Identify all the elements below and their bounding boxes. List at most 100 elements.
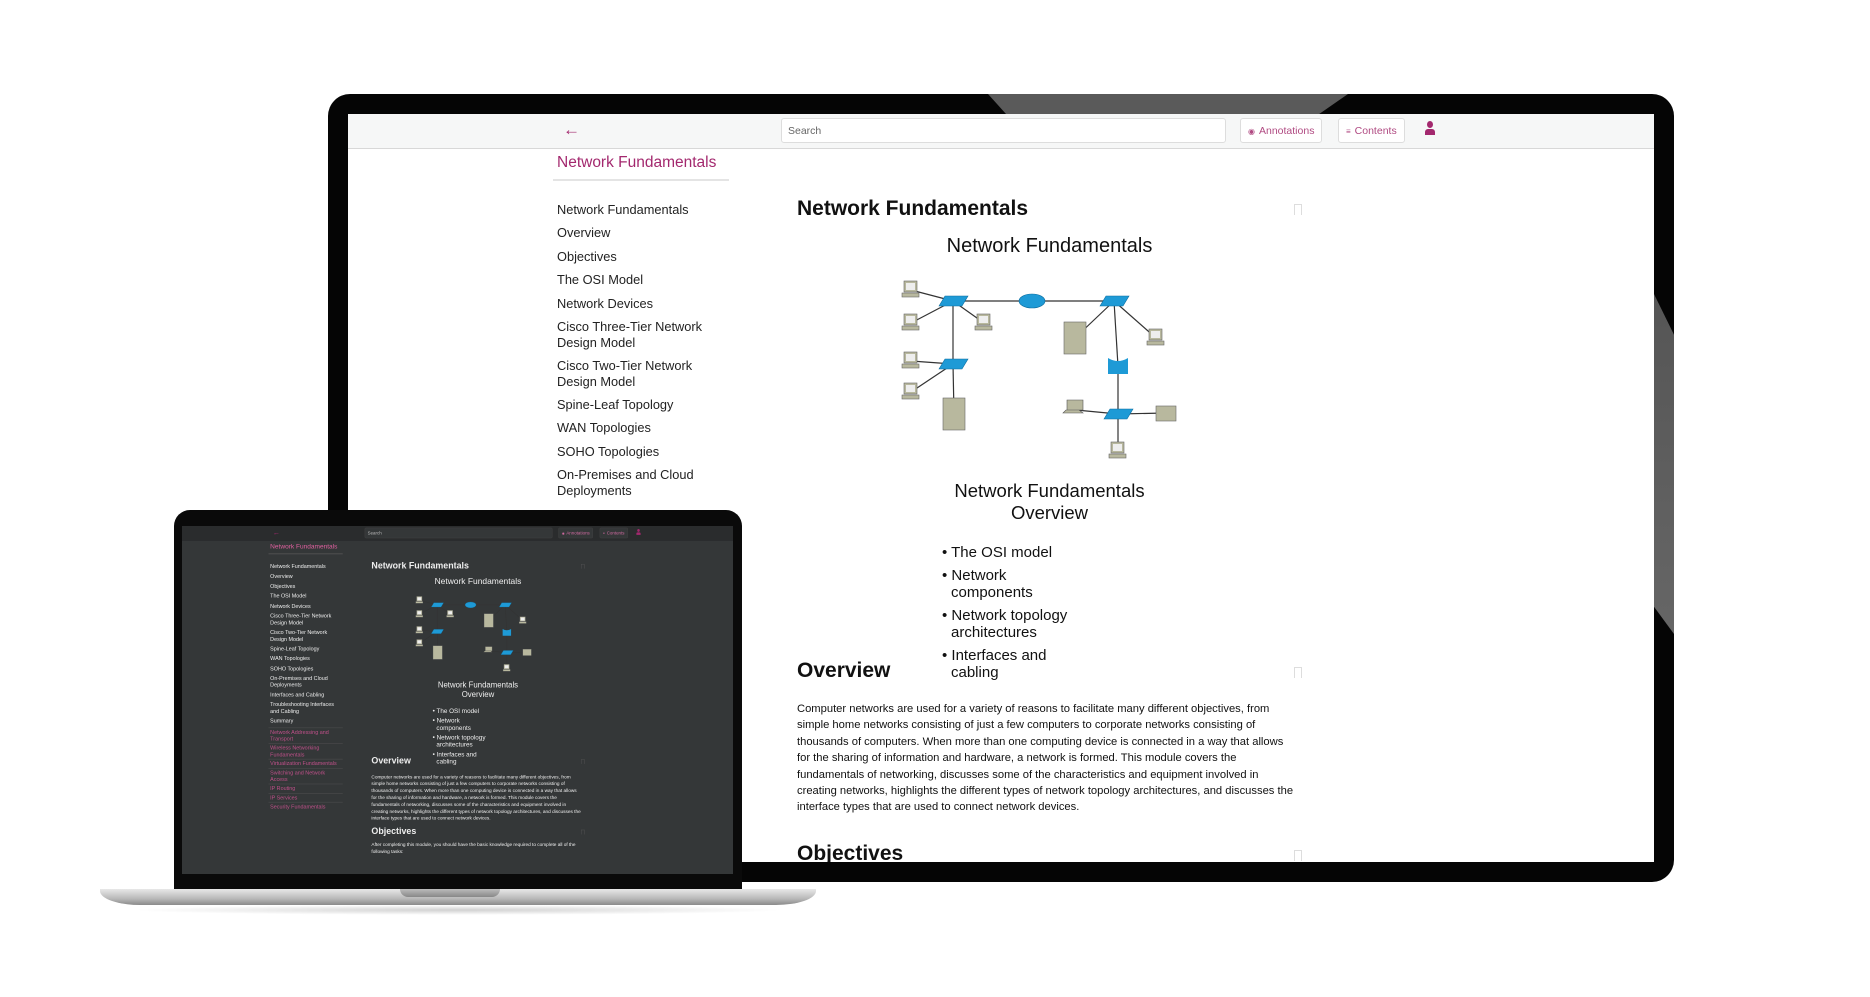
sidebar-item[interactable]: Interfaces and Cabling xyxy=(270,691,325,698)
annotations-label: Annotations xyxy=(1258,125,1315,137)
sidebar-title[interactable]: Network Fundamentals xyxy=(268,543,343,555)
bezel-reflection xyxy=(1654,294,1674,634)
sidebar-item[interactable]: Network Fundamentals xyxy=(557,202,689,217)
sidebar-item[interactable]: Troubleshooting Interfaces and Cabling xyxy=(270,701,334,715)
main-content: Network Fundamentals Network Fundamental… xyxy=(797,114,1302,862)
contents-label: Contents xyxy=(1354,125,1397,137)
pc-icon xyxy=(502,664,511,672)
bookmark-icon[interactable] xyxy=(581,829,585,835)
pc-icon xyxy=(974,313,993,331)
search-input[interactable]: Search xyxy=(364,527,553,539)
objectives-paragraph: After completing this module, you should… xyxy=(371,842,576,855)
bookmark-icon[interactable] xyxy=(1294,204,1302,215)
figure-caption: Network Fundamentals Overview xyxy=(797,480,1302,524)
sidebar-item[interactable]: SOHO Topologies xyxy=(270,665,314,672)
contents-button[interactable]: ≡Contents xyxy=(599,527,628,539)
sidebar-item[interactable]: Summary xyxy=(270,717,294,725)
laptop-screen: ← Search ◉Annotations ≡Contents Network … xyxy=(182,526,733,874)
figure-title: Network Fundamentals xyxy=(434,577,522,587)
pc-icon xyxy=(1108,441,1127,459)
server-icon xyxy=(1063,321,1087,355)
back-arrow-icon[interactable]: ← xyxy=(563,120,580,139)
printer-icon xyxy=(1155,405,1177,422)
sidebar-item[interactable]: Overview xyxy=(557,225,611,241)
caption-line: Network Fundamentals xyxy=(954,480,1145,501)
sidebar-item[interactable]: WAN Topologies xyxy=(557,420,651,436)
sidebar-chapter[interactable]: IP Routing xyxy=(268,783,343,793)
pc-icon xyxy=(415,639,424,647)
sidebar: Network Fundamentals Network Fundamental… xyxy=(268,543,343,811)
firewall-icon xyxy=(1108,358,1128,374)
sidebar-item[interactable]: Cisco Two-Tier Network Design Model xyxy=(557,357,693,389)
switch-icon xyxy=(938,358,969,370)
objectives-heading: Objectives xyxy=(371,826,417,837)
bullet-item: • Network topology architectures xyxy=(942,607,1068,641)
sidebar-item[interactable]: Network Fundamentals xyxy=(270,563,326,570)
pc-icon xyxy=(415,626,424,634)
bullet-item: • Network topology architectures xyxy=(432,733,486,749)
contents-button[interactable]: ≡Contents xyxy=(1338,118,1405,143)
bookmark-icon[interactable] xyxy=(1294,667,1302,678)
bookmark-icon[interactable] xyxy=(581,759,585,764)
overview-heading: Overview xyxy=(371,755,411,766)
search-input[interactable]: Search xyxy=(781,118,1226,143)
user-icon[interactable] xyxy=(1424,121,1436,137)
bullet-item: • Interfaces and cabling xyxy=(432,750,477,766)
user-icon[interactable] xyxy=(636,528,641,536)
laptop-shadow xyxy=(130,905,786,915)
bookmark-icon[interactable] xyxy=(581,563,585,569)
server-icon xyxy=(942,397,966,431)
sidebar-chapter[interactable]: IP Services xyxy=(268,792,343,802)
reader-app-dark: ← Search ◉Annotations ≡Contents Network … xyxy=(182,526,733,874)
bookmark-icon[interactable] xyxy=(1294,850,1302,861)
sidebar-chapter[interactable]: Switching and Network Access xyxy=(268,768,343,784)
router-icon xyxy=(1018,293,1046,309)
overview-heading: Overview xyxy=(797,659,891,682)
sidebar-item[interactable]: Cisco Three-Tier Network Design Model xyxy=(557,318,703,350)
sidebar-item[interactable]: Objectives xyxy=(557,248,617,264)
laptop-icon xyxy=(483,646,493,653)
pc-icon xyxy=(415,596,424,604)
top-bar: ← Search ◉Annotations ≡Contents xyxy=(348,114,1654,149)
sidebar-chapter[interactable]: Wireless Networking Fundamentals xyxy=(268,743,343,759)
sidebar-item[interactable]: Cisco Two-Tier Network Design Model xyxy=(270,628,328,642)
sidebar-item[interactable]: Spine-Leaf Topology xyxy=(270,645,320,652)
annotations-button[interactable]: ◉Annotations xyxy=(1240,118,1323,143)
annotation-icon: ◉ xyxy=(561,531,565,536)
list-icon: ≡ xyxy=(1346,127,1351,136)
sidebar-item[interactable]: SOHO Topologies xyxy=(557,443,660,459)
pc-icon xyxy=(901,280,920,298)
sidebar-item[interactable]: Network Devices xyxy=(270,602,311,609)
link-line xyxy=(1113,300,1119,367)
sidebar-item[interactable]: The OSI Model xyxy=(557,272,644,288)
sidebar-item[interactable]: Spine-Leaf Topology xyxy=(557,396,674,412)
switch-icon xyxy=(1099,295,1130,307)
pc-icon xyxy=(446,610,454,618)
sidebar: Network Fundamentals Network Fundamental… xyxy=(553,154,729,506)
sidebar-item[interactable]: Cisco Three-Tier Network Design Model xyxy=(270,612,332,626)
sidebar-chapter[interactable]: Virtualization Fundamentals xyxy=(268,758,343,768)
bullet-item: • The OSI model xyxy=(942,544,1053,561)
sidebar-item[interactable]: Objectives xyxy=(270,582,296,590)
sidebar-chapter[interactable]: Network Addressing and Transport xyxy=(268,727,343,744)
sidebar-item[interactable]: Overview xyxy=(270,572,293,580)
sidebar-item[interactable]: Network Devices xyxy=(557,295,654,311)
sidebar-item[interactable]: WAN Topologies xyxy=(270,655,310,662)
sidebar-item[interactable]: On-Premises and Cloud Deployments xyxy=(557,467,694,498)
sidebar-item[interactable]: On-Premises and Cloud Deployments xyxy=(270,674,328,688)
sidebar-item[interactable]: The OSI Model xyxy=(270,592,307,600)
annotations-label: Annotations xyxy=(566,530,590,536)
pc-icon xyxy=(518,616,527,624)
sidebar-chapter[interactable]: Security Fundamentals xyxy=(268,802,343,811)
pc-icon xyxy=(1146,328,1165,346)
server-icon xyxy=(483,613,494,628)
back-arrow-icon[interactable]: ← xyxy=(272,528,280,537)
switch-icon xyxy=(1103,408,1134,420)
annotation-icon: ◉ xyxy=(1248,127,1255,136)
printer-icon xyxy=(522,649,532,656)
list-icon: ≡ xyxy=(603,531,606,536)
router-icon xyxy=(464,601,477,608)
annotations-button[interactable]: ◉Annotations xyxy=(558,527,594,539)
sidebar-title[interactable]: Network Fundamentals xyxy=(553,154,729,181)
laptop-icon xyxy=(1062,399,1084,414)
